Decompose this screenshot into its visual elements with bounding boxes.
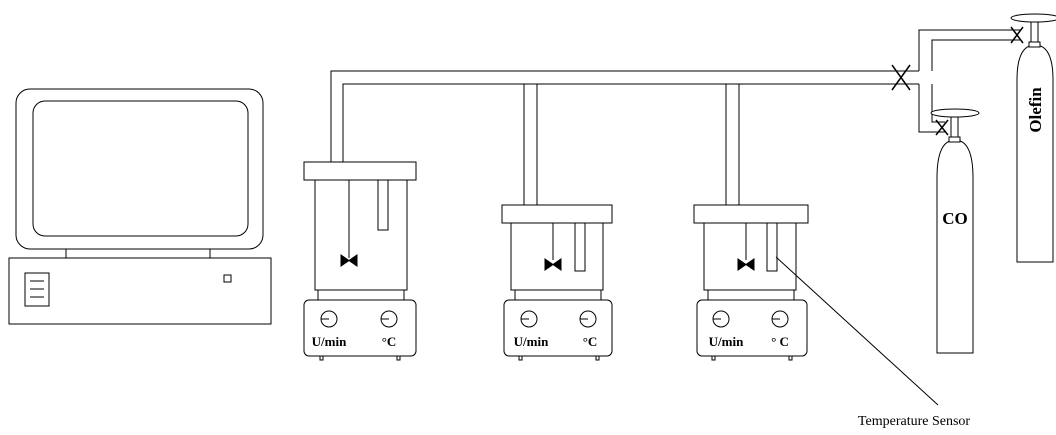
reactor-3	[693, 204, 809, 301]
monitor-screen	[32, 100, 249, 237]
speed-label: U/min	[312, 334, 347, 349]
temp-label: °C	[583, 334, 598, 349]
gas-manifold	[330, 29, 1020, 205]
disk-drive-icon	[24, 272, 50, 307]
co-cylinder: CO	[930, 108, 980, 354]
olefin-cylinder: Olefin	[1010, 13, 1056, 263]
stirrer-blade-icon	[544, 258, 562, 271]
power-button	[223, 274, 232, 283]
co-valve-icon	[935, 119, 949, 136]
speed-label: U/min	[709, 334, 744, 349]
main-valve-icon	[891, 64, 911, 91]
hotplate-stirrer-1: U/min °C	[303, 299, 417, 361]
temperature-sensor-probe	[766, 222, 778, 272]
temperature-sensor-label: Temperature Sensor	[858, 414, 970, 429]
speed-label: U/min	[514, 334, 549, 349]
stirrer-blade-icon	[340, 254, 358, 267]
olefin-label: Olefin	[1026, 87, 1045, 133]
stirrer-blade-icon	[737, 258, 755, 271]
computer	[8, 88, 272, 325]
temperature-sensor-leader-line	[775, 256, 939, 406]
reactor-2	[501, 204, 613, 301]
temp-label: °C	[382, 334, 397, 349]
temperature-sensor-probe	[377, 179, 389, 231]
temp-label: ° C	[771, 334, 789, 349]
computer-base-unit	[8, 257, 272, 325]
co-label: CO	[942, 209, 968, 228]
temperature-sensor-probe	[574, 222, 586, 272]
hotplate-stirrer-2: U/min °C	[503, 299, 613, 361]
olefin-valve-icon	[1010, 26, 1024, 44]
reactor-1	[303, 161, 417, 301]
hotplate-stirrer-3: U/min ° C	[696, 299, 808, 361]
